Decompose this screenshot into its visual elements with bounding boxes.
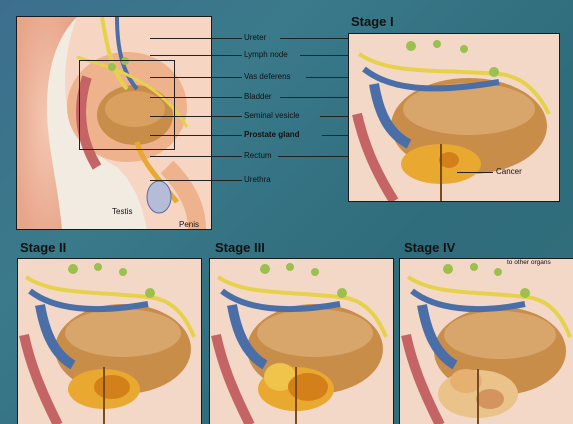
stage-1-panel: Cancer — [348, 33, 560, 202]
leader-line — [150, 116, 242, 117]
testis-label: Testis — [112, 208, 132, 216]
stage-3-title: Stage III — [215, 241, 265, 254]
zoom-box — [79, 60, 175, 150]
leader-line — [150, 38, 242, 39]
stage-4-note: Cancer may spread to other organs — [507, 258, 564, 267]
stage-1-illustration — [349, 34, 559, 201]
bladder-label: Bladder — [244, 93, 272, 101]
penis-label: Penis — [179, 221, 199, 229]
stage-1-cancer-label: Cancer — [496, 168, 522, 176]
urethra-label: Urethra — [244, 176, 271, 184]
overview-panel: Testis Penis — [16, 16, 212, 230]
stage-4-illustration — [400, 259, 573, 424]
lymph-node-label: Lymph node — [244, 51, 288, 59]
stage-3-panel — [209, 258, 394, 424]
leader-line — [150, 77, 242, 78]
stage-2-title: Stage II — [20, 241, 66, 254]
leader-line — [150, 55, 242, 56]
stage-2-illustration — [18, 259, 201, 424]
ureter-label: Ureter — [244, 34, 266, 42]
leader-line — [150, 156, 242, 157]
rectum-label: Rectum — [244, 152, 272, 160]
prostate-gland-label: Prostate gland — [244, 131, 300, 139]
stage-1-title: Stage I — [351, 15, 394, 28]
stage-4-title: Stage IV — [404, 241, 455, 254]
stage-2-panel — [17, 258, 202, 424]
leader-line — [150, 97, 242, 98]
leader-line — [150, 135, 242, 136]
leader-line — [150, 180, 242, 181]
stage-3-illustration — [210, 259, 393, 424]
seminal-vesicle-label: Seminal vesicle — [244, 112, 300, 120]
stage-4-panel: Cancer may spread to other organs — [399, 258, 573, 424]
vas-deferens-label: Vas deferens — [244, 73, 291, 81]
leader-line — [457, 172, 493, 173]
